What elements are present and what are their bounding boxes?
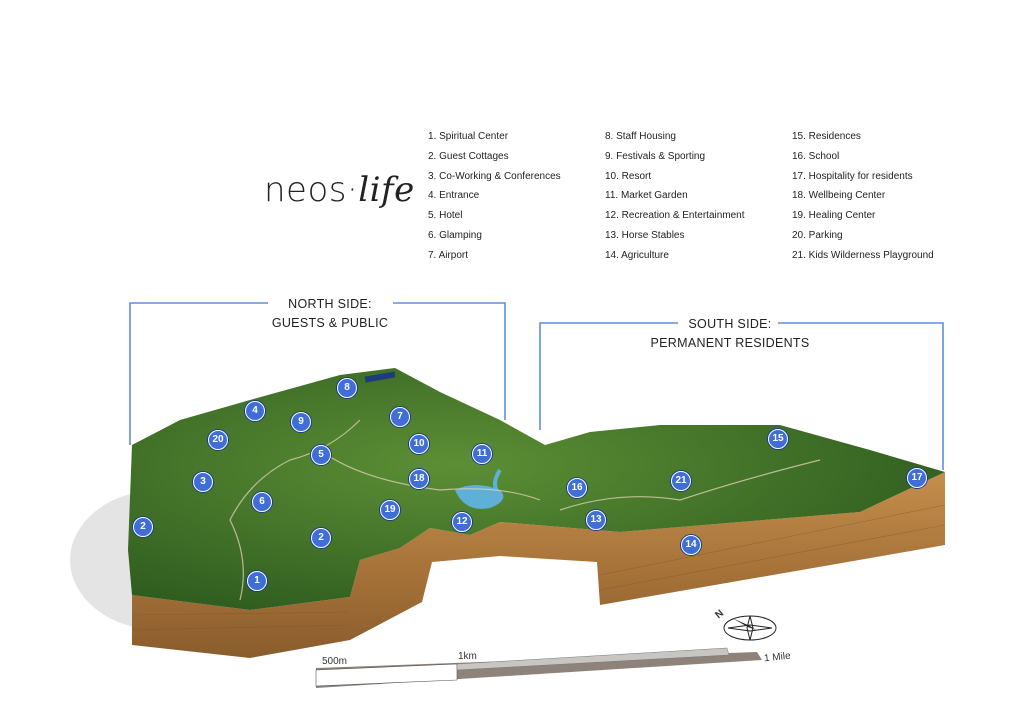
legend-item: 12. Recreation & Entertainment — [605, 210, 745, 222]
soil-layers — [131, 504, 946, 631]
side-bracket-lines — [129, 302, 944, 470]
north-side-label: NORTH SIDE: GUESTS & PUBLIC — [230, 295, 430, 333]
legend-item: 8. Staff Housing — [605, 131, 676, 142]
location-marker[interactable]: 17 — [907, 468, 927, 488]
compass-icon — [723, 615, 777, 641]
location-marker[interactable]: 2 — [133, 517, 153, 537]
location-marker[interactable]: 6 — [252, 492, 272, 512]
legend-item: 13. Horse Stables — [605, 229, 685, 241]
lake — [455, 485, 504, 509]
legend-item: 3. Co-Working & Conferences — [428, 170, 561, 182]
location-marker[interactable]: 5 — [311, 445, 331, 465]
location-marker[interactable]: 21 — [671, 471, 691, 491]
terrain-surface — [128, 368, 945, 610]
scale-bar — [315, 647, 762, 688]
legend-item: 16. School — [792, 150, 840, 162]
legend-item: 9. Festivals & Sporting — [605, 150, 706, 162]
scale-1km-label: 1km — [458, 651, 477, 662]
paths — [229, 419, 821, 601]
location-marker[interactable]: 1 — [247, 571, 267, 591]
location-marker[interactable]: 20 — [208, 430, 228, 450]
legend-item: 1. Spiritual Center — [428, 131, 509, 142]
north-side-subtitle: GUESTS & PUBLIC — [271, 316, 389, 330]
south-side-title: SOUTH SIDE: — [688, 317, 772, 331]
legend-item: 7. Airport — [428, 249, 469, 261]
location-marker[interactable]: 16 — [567, 478, 587, 498]
legend-item: 5. Hotel — [428, 210, 463, 222]
location-marker[interactable]: 19 — [380, 500, 400, 520]
legend-item: 19. Healing Center — [792, 210, 876, 222]
solar-panels — [364, 371, 396, 383]
location-marker[interactable]: 3 — [193, 472, 213, 492]
legend-item: 4. Entrance — [428, 190, 480, 202]
earth-cross-section — [132, 472, 945, 658]
legend-column-3: 15. Residences 16. School 17. Hospitality … — [792, 127, 934, 266]
location-marker[interactable]: 12 — [452, 512, 472, 532]
legend-item: 11. Market Garden — [605, 190, 688, 202]
south-side-subtitle: PERMANENT RESIDENTS — [650, 336, 810, 350]
location-marker[interactable]: 9 — [291, 412, 311, 432]
location-marker[interactable]: 7 — [390, 407, 410, 427]
legend-column-2: 8. Staff Housing 9. Festivals & Sporting 1… — [605, 127, 745, 266]
legend-column-1: 1. Spiritual Center 2. Guest Cottages 3. C… — [428, 127, 561, 266]
legend-item: 17. Hospitality for residents — [792, 170, 913, 182]
scale-500m-label: 500m — [322, 656, 348, 667]
location-marker[interactable]: 4 — [245, 401, 265, 421]
location-marker[interactable]: 14 — [681, 535, 701, 555]
location-marker[interactable]: 10 — [409, 434, 429, 454]
river — [493, 468, 502, 497]
legend-item: 6. Glamping — [428, 229, 482, 241]
location-marker[interactable]: 11 — [472, 444, 492, 464]
legend-item: 15. Residences — [792, 131, 861, 142]
legend-item: 14. Agriculture — [605, 249, 669, 261]
location-marker[interactable]: 18 — [409, 469, 429, 489]
legend-item: 10. Resort — [605, 170, 652, 182]
neos-life-logo: neos·life — [264, 170, 415, 210]
location-marker[interactable]: 8 — [337, 378, 357, 398]
location-marker[interactable]: 15 — [768, 429, 788, 449]
legend-item: 20. Parking — [792, 229, 843, 241]
legend-item: 21. Kids Wilderness Playground — [792, 249, 934, 261]
north-side-title: NORTH SIDE: — [288, 297, 372, 311]
location-marker[interactable]: 13 — [586, 510, 606, 530]
location-marker[interactable]: 2 — [311, 528, 331, 548]
south-side-label: SOUTH SIDE: PERMANENT RESIDENTS — [630, 315, 830, 353]
legend-item: 2. Guest Cottages — [428, 150, 509, 162]
legend-item: 18. Wellbeing Center — [792, 190, 886, 202]
